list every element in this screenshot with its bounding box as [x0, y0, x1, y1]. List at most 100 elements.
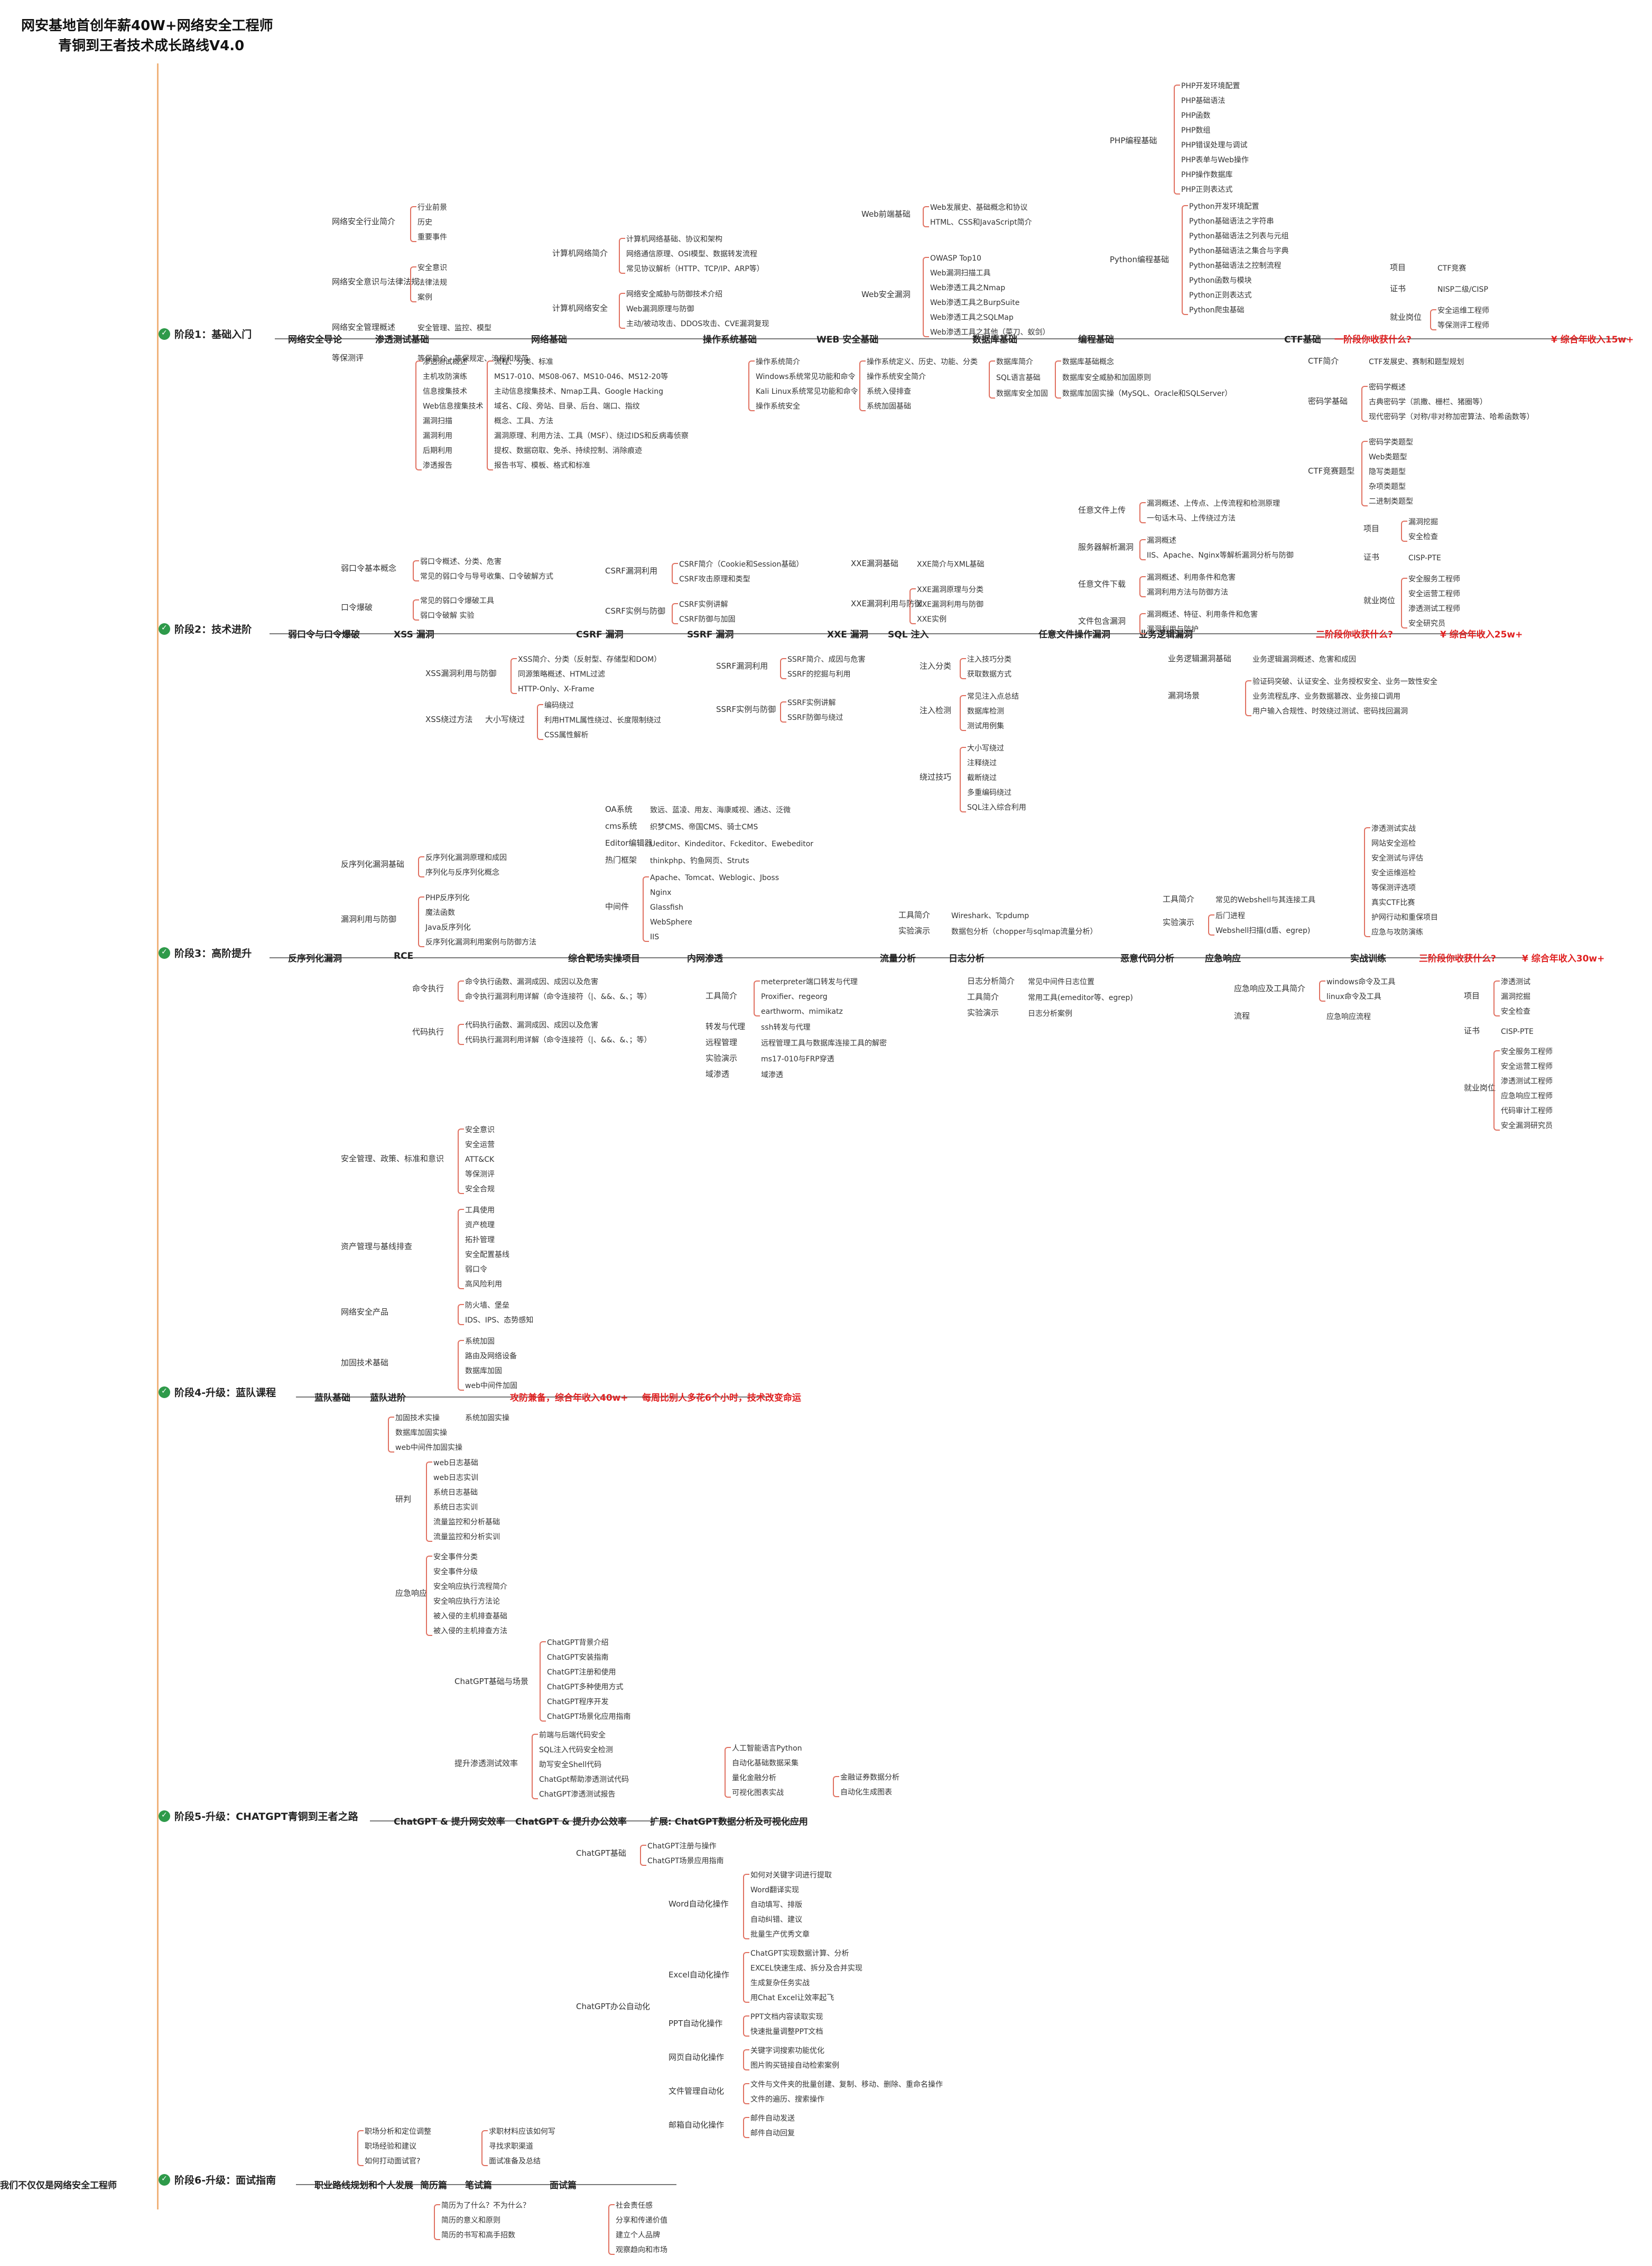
- stage3-range-group[interactable]: OA系统: [605, 804, 633, 814]
- stage1-node[interactable]: 操作系统基础: [703, 335, 757, 345]
- stage4-node[interactable]: 蓝队基础: [314, 1393, 350, 1403]
- stage1-network-group[interactable]: 计算机网络简介: [552, 248, 608, 258]
- stage3-node[interactable]: 日志分析: [949, 954, 985, 964]
- stage3-intranet-group[interactable]: 转发与代理: [706, 1022, 746, 1031]
- stage1-salary[interactable]: ¥ 综合年收入15w+: [1551, 335, 1634, 345]
- stage3-log-group[interactable]: 日志分析简介: [967, 976, 1015, 986]
- stage4-basic-group[interactable]: 资产管理与基线排查: [341, 1242, 413, 1251]
- stage3-range-group[interactable]: cms系统: [605, 821, 637, 831]
- stage2-node[interactable]: CSRF 漏洞: [576, 630, 624, 640]
- stage2-csrf-group[interactable]: CSRF漏洞利用: [605, 566, 658, 576]
- stage2-sqli-group[interactable]: 绕过技巧: [920, 772, 952, 782]
- stage2-xss-bypass-sub[interactable]: 大小写绕过: [485, 715, 525, 724]
- stage2-xss-group[interactable]: XSS漏洞利用与防御: [425, 669, 497, 678]
- stage2-node[interactable]: XSS 漏洞: [394, 630, 434, 640]
- stage4-basic-group[interactable]: 安全管理、政策、标准和意识: [341, 1154, 444, 1163]
- stage4-slogan2[interactable]: 每周比别人多花6个小时，技术改变命运: [642, 1393, 801, 1403]
- stage2-node[interactable]: SSRF 漏洞: [687, 630, 734, 640]
- stage3-node[interactable]: 恶意代码分析: [1120, 954, 1174, 964]
- stage6-node[interactable]: 我们不仅仅是网络安全工程师: [0, 2180, 117, 2191]
- stage4-adv-group[interactable]: 研判: [395, 1494, 412, 1504]
- stage3-incident-group[interactable]: 应急响应及工具简介: [1234, 984, 1306, 993]
- stage2-sqli-group[interactable]: 注入分类: [920, 661, 952, 671]
- stage1-gain-group[interactable]: 项目: [1390, 263, 1406, 272]
- stage4-node[interactable]: 蓝队进阶: [370, 1393, 406, 1403]
- stage2-node[interactable]: XXE 漏洞: [827, 630, 868, 640]
- stage5-pentest-label[interactable]: 提升渗透测试效率: [454, 1759, 518, 1768]
- stage3-traffic-group[interactable]: 工具简介: [898, 910, 931, 920]
- stage1-ctf-group[interactable]: CTF简介: [1308, 356, 1339, 366]
- stage1-intro-group[interactable]: 网络安全行业简介: [332, 217, 396, 226]
- stage3-node[interactable]: 实战训练: [1350, 954, 1386, 964]
- stage4-adv-group[interactable]: 应急响应: [395, 1588, 428, 1598]
- stage1-node[interactable]: 编程基础: [1078, 335, 1114, 345]
- stage5-office-group[interactable]: PPT自动化操作: [669, 2019, 723, 2028]
- stage5-office-group[interactable]: 邮箱自动化操作: [669, 2120, 725, 2130]
- stage4-basic-group[interactable]: 网络安全产品: [341, 1307, 389, 1317]
- stage5-basic-label[interactable]: ChatGPT基础与场景: [454, 1677, 528, 1686]
- stage2-ssrf-group[interactable]: SSRF漏洞利用: [716, 661, 768, 671]
- stage2-weakpass-group[interactable]: 口令爆破: [341, 603, 373, 612]
- stage3-incident-group[interactable]: 流程: [1234, 1011, 1250, 1021]
- stage3-intranet-group[interactable]: 远程管理: [706, 1038, 738, 1047]
- stage-3[interactable]: 阶段3：高阶提升: [159, 946, 252, 960]
- stage2-xxe-group[interactable]: XXE漏洞利用与防御: [851, 599, 923, 608]
- stage5-office-group[interactable]: 文件管理自动化: [669, 2086, 725, 2096]
- stage2-fileop-group[interactable]: 任意文件下载: [1078, 579, 1126, 589]
- stage3-question[interactable]: 三阶段你收获什么?: [1419, 954, 1496, 964]
- stage-1[interactable]: 阶段1：基础入门: [159, 327, 252, 341]
- stage3-intranet-group[interactable]: 实验演示: [706, 1053, 738, 1063]
- stage1-node[interactable]: 数据库基础: [972, 335, 1017, 345]
- stage5-node[interactable]: ChatGPT & 提升网安效率: [394, 1817, 505, 1827]
- stage5-office-group[interactable]: Excel自动化操作: [669, 1970, 729, 1980]
- stage5-office-group[interactable]: Word自动化操作: [669, 1899, 729, 1909]
- stage2-salary[interactable]: ¥ 综合年收入25w+: [1440, 630, 1523, 640]
- stage1-node[interactable]: 网络安全导论: [288, 335, 342, 345]
- stage3-range-group[interactable]: 热门框架: [605, 855, 637, 865]
- stage3-traffic-group[interactable]: 实验演示: [898, 926, 931, 936]
- stage4-slogan1[interactable]: 攻防兼备，综合年收入40w+: [510, 1393, 628, 1403]
- stage-4[interactable]: 阶段4-升级：蓝队课程: [159, 1385, 276, 1399]
- stage3-salary[interactable]: ¥ 综合年收入30w+: [1522, 954, 1605, 964]
- stage3-deser-group[interactable]: 漏洞利用与防御: [341, 914, 397, 924]
- stage4-basic-group[interactable]: 加固技术基础: [341, 1358, 389, 1367]
- stage3-gain-group[interactable]: 证书: [1464, 1026, 1480, 1035]
- stage3-node[interactable]: 流量分析: [880, 954, 916, 964]
- stage3-rce-group[interactable]: 命令执行: [412, 984, 444, 993]
- stage3-gain-group[interactable]: 就业岗位: [1464, 1083, 1496, 1093]
- stage2-xss-bypass[interactable]: XSS绕过方法: [425, 715, 473, 724]
- stage3-rce-group[interactable]: 代码执行: [412, 1027, 444, 1037]
- stage3-malware-group[interactable]: 工具简介: [1163, 894, 1195, 904]
- stage2-csrf-group[interactable]: CSRF实例与防御: [605, 606, 666, 616]
- stage2-node[interactable]: SQL 注入: [888, 630, 929, 640]
- stage3-intranet-group[interactable]: 工具简介: [706, 991, 738, 1001]
- stage2-node[interactable]: 弱口令与口令爆破: [288, 630, 360, 640]
- stage5-node[interactable]: ChatGPT & 提升办公效率: [515, 1817, 627, 1827]
- stage1-node[interactable]: CTF基础: [1284, 335, 1321, 345]
- stage2-fileop-group[interactable]: 文件包含漏洞: [1078, 616, 1126, 626]
- stage1-question[interactable]: 一阶段你收获什么?: [1334, 335, 1412, 345]
- stage2-question[interactable]: 二阶段你收获什么?: [1316, 630, 1393, 640]
- stage5-office-label[interactable]: ChatGPT办公自动化: [576, 2002, 650, 2011]
- stage1-gain-group[interactable]: 证书: [1390, 284, 1406, 293]
- stage2-weakpass-group[interactable]: 弱口令基本概念: [341, 563, 397, 573]
- stage2-gain-group[interactable]: 证书: [1363, 552, 1380, 562]
- stage2-gain-group[interactable]: 项目: [1363, 524, 1380, 533]
- stage1-network-group[interactable]: 计算机网络安全: [552, 303, 608, 313]
- stage6-node[interactable]: 简历篇: [420, 2180, 447, 2191]
- stage3-node[interactable]: 反序列化漏洞: [288, 954, 342, 964]
- stage1-php-label[interactable]: PHP编程基础: [1110, 136, 1157, 145]
- stage6-node[interactable]: 职业路线规划和个人发展: [314, 2180, 413, 2191]
- stage2-fileop-group[interactable]: 任意文件上传: [1078, 505, 1126, 515]
- stage2-fileop-group[interactable]: 服务器解析漏洞: [1078, 542, 1134, 552]
- stage3-node[interactable]: 内网渗透: [687, 954, 723, 964]
- stage3-range-group[interactable]: Editor编辑器: [605, 838, 653, 848]
- stage3-deser-group[interactable]: 反序列化漏洞基础: [341, 859, 405, 869]
- stage2-node[interactable]: 任意文件操作漏洞: [1038, 630, 1110, 640]
- stage6-node[interactable]: 笔试篇: [465, 2180, 492, 2191]
- stage3-range-group[interactable]: 中间件: [605, 902, 629, 911]
- stage1-websec-group[interactable]: Web前端基础: [861, 209, 911, 219]
- stage1-node[interactable]: WEB 安全基础: [816, 335, 879, 345]
- stage3-malware-group[interactable]: 实验演示: [1163, 918, 1195, 927]
- stage1-intro-group[interactable]: 等保测评: [332, 353, 364, 363]
